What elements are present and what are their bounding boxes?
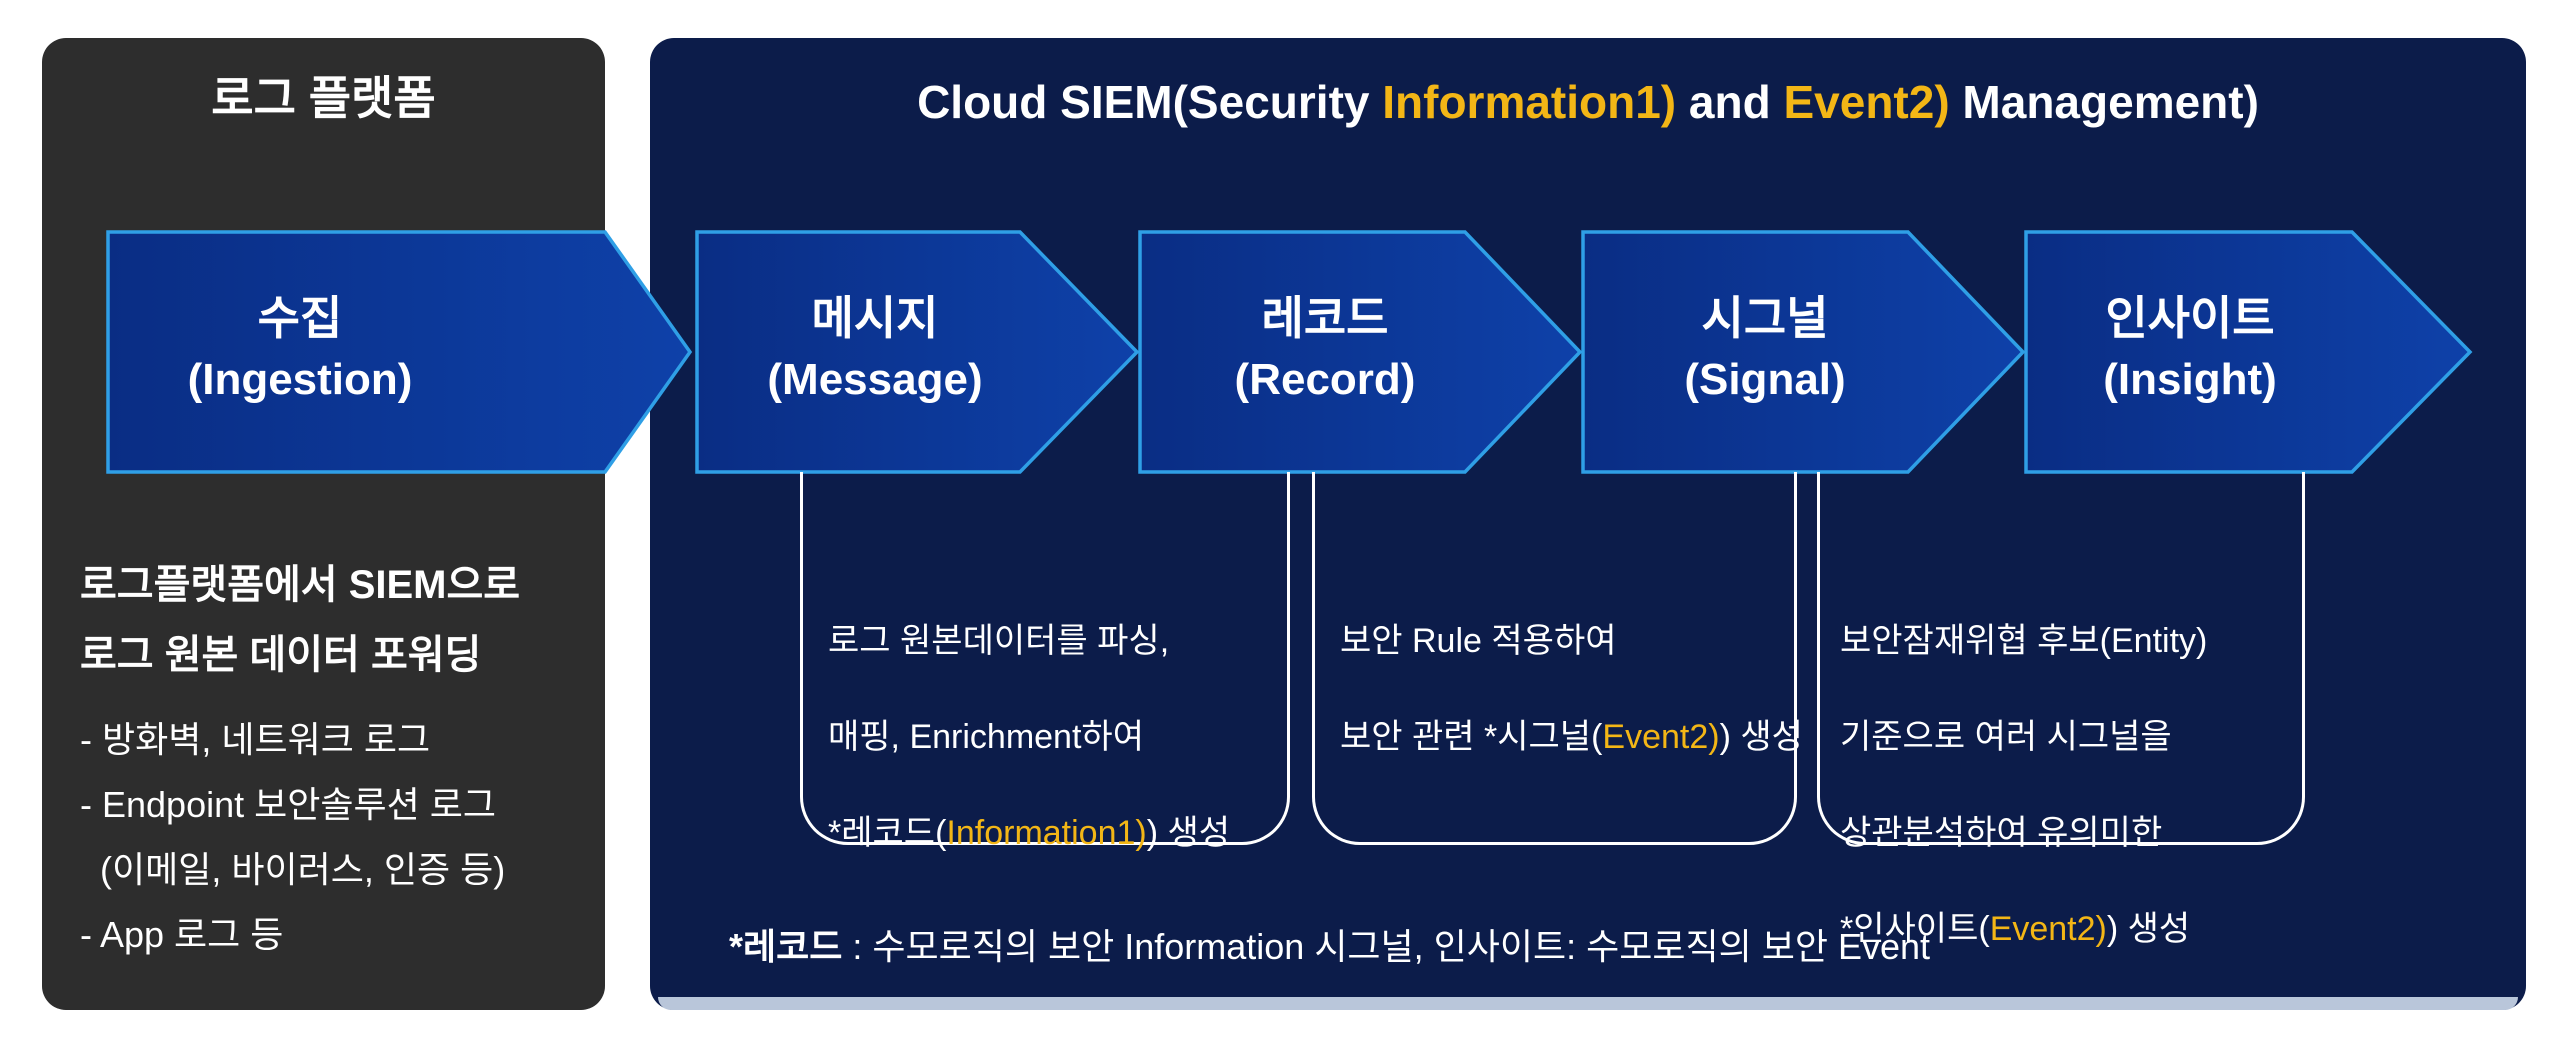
log-platform-title: 로그 플랫폼 <box>211 72 436 124</box>
log-source-item-firewall: - 방화벽, 네트워크 로그 <box>80 719 431 760</box>
stage-label-signal-ko: 시그널 <box>1701 292 1829 344</box>
callout-insight-highlight: Event2) <box>1989 910 2107 948</box>
callout-box-record <box>800 472 1290 845</box>
callout-box-insight <box>1817 472 2305 845</box>
callout-insight-line3: 상관분석하여 유의미한 <box>1840 814 2163 852</box>
callout-record-line3: *레코드(Information1)) 생성 <box>828 814 1231 852</box>
siem-panel-bottom-edge <box>658 997 2518 1010</box>
stage-label-signal-en: (Signal) <box>1684 355 1846 404</box>
callout-text-insight: 보안잠재위협 후보(Entity) 기준으로 여러 시그널을 상관분석하여 유의… <box>1840 575 2207 995</box>
cloud-siem-panel <box>650 38 2526 1010</box>
stage-label-signal: 시그널 (Signal) <box>1684 287 1845 411</box>
siem-title-highlight-information: Information1) <box>1382 76 1677 128</box>
footnote-description: : 수모로직의 보안 Information 시그널, 인사이트: 수모로직의 … <box>842 926 1931 967</box>
callout-text-signal: 보안 Rule 적용하여 보안 관련 *시그널(Event2)) 생성 <box>1340 575 1803 803</box>
stage-label-message: 메시지 (Message) <box>767 287 982 411</box>
stage-label-record-ko: 레코드 <box>1261 292 1389 344</box>
log-source-item-app: - App 로그 등 <box>80 914 284 955</box>
siem-title-highlight-event: Event2) <box>1783 76 1950 128</box>
stage-label-ingestion-en: (Ingestion) <box>187 355 413 404</box>
stage-label-insight-en: (Insight) <box>2103 355 2277 404</box>
callout-insight-line4: *인사이트(Event2)) 생성 <box>1840 910 2191 948</box>
stage-label-insight: 인사이트 (Insight) <box>2103 287 2277 411</box>
stage-label-message-en: (Message) <box>767 355 983 404</box>
cloud-siem-title: Cloud SIEM(Security Information1) and Ev… <box>650 72 2526 132</box>
arrow-shape-insight <box>2024 230 2473 474</box>
stage-label-message-ko: 메시지 <box>811 292 939 344</box>
siem-title-pre: Cloud SIEM(Security <box>917 76 1383 128</box>
callout-signal-highlight: Event2) <box>1602 718 1720 756</box>
log-platform-desc-line1: 로그플랫폼에서 SIEM으로 <box>80 563 521 607</box>
stage-label-record: 레코드 (Record) <box>1235 287 1416 411</box>
callout-signal-line1: 보안 Rule 적용하여 <box>1340 622 1617 660</box>
log-source-item-endpoint: - Endpoint 보안솔루션 로그 <box>80 784 496 825</box>
arrow-shape-message <box>695 230 1140 474</box>
log-platform-panel <box>42 38 605 1010</box>
arrow-shape-signal <box>1581 230 2026 474</box>
arrow-shape-ingestion <box>106 230 693 474</box>
siem-title-post: Management) <box>1949 76 2259 128</box>
stage-label-record-en: (Record) <box>1234 355 1416 404</box>
callout-record-highlight: Information1) <box>946 814 1147 852</box>
stage-label-insight-ko: 인사이트 <box>2105 292 2275 344</box>
siem-title-mid: and <box>1676 76 1784 128</box>
log-source-item-endpoint-detail: (이메일, 바이러스, 인증 등) <box>100 849 506 890</box>
callout-insight-line2: 기준으로 여러 시그널을 <box>1840 718 2172 756</box>
footnote-term: *레코드 <box>729 926 843 967</box>
stage-label-ingestion-ko: 수집 <box>257 292 343 344</box>
stage-label-ingestion: 수집 (Ingestion) <box>188 287 413 411</box>
callout-insight-line1: 보안잠재위협 후보(Entity) <box>1840 622 2208 660</box>
footnote: *레코드 : 수모로직의 보안 Information 시그널, 인사이트: 수… <box>729 922 1930 972</box>
callout-record-line2: 매핑, Enrichment하여 <box>828 718 1144 756</box>
callout-text-record: 로그 원본데이터를 파싱, 매핑, Enrichment하여 *레코드(Info… <box>828 575 1230 899</box>
log-platform-desc-line2: 로그 원본 데이터 포워딩 <box>80 633 482 677</box>
callout-record-line1: 로그 원본데이터를 파싱, <box>828 622 1170 660</box>
arrow-shape-record <box>1138 230 1583 474</box>
callout-box-signal <box>1312 472 1797 845</box>
callout-signal-line2: 보안 관련 *시그널(Event2)) 생성 <box>1340 718 1803 756</box>
